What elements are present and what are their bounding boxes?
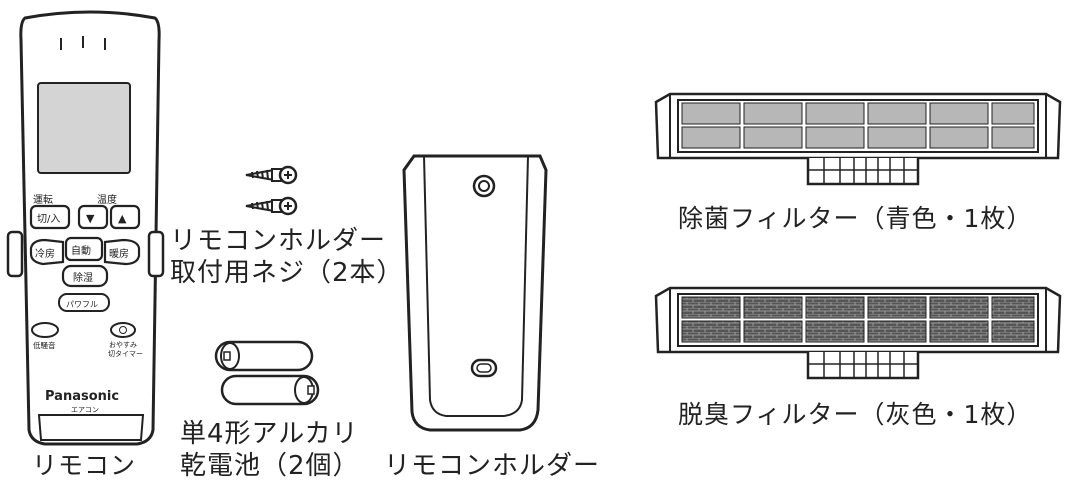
svg-text:自動: 自動 xyxy=(71,244,91,257)
svg-text:切タイマー: 切タイマー xyxy=(108,349,143,358)
battery-icon xyxy=(214,340,314,372)
svg-text:低騒音: 低騒音 xyxy=(33,340,56,350)
svg-text:除湿: 除湿 xyxy=(73,271,93,284)
remote-onoff-button: 切/入 xyxy=(29,204,71,230)
remote-run-label: 運転 xyxy=(33,194,53,206)
batteries-illustration xyxy=(214,340,320,406)
remote-product-label: エアコン xyxy=(71,406,99,414)
remote-brand-logo: Panasonic xyxy=(45,389,119,404)
holder-caption: リモコンホルダー xyxy=(384,451,601,481)
svg-text:パワフル: パワフル xyxy=(66,300,98,309)
batteries-caption-line1: 単4形アルカリ xyxy=(180,419,359,449)
remote-control-illustration: 運転 温度 切/入 ▼ ▲ 冷房 自動 暖房 除湿 パワフル 低騒音 xyxy=(6,10,165,446)
svg-text:▲: ▲ xyxy=(118,212,127,225)
remote-cool-button: 冷房 xyxy=(29,238,65,266)
remote-temp-down-button: ▼ xyxy=(77,204,109,230)
remote-holder-illustration xyxy=(402,154,548,432)
svg-text:冷房: 冷房 xyxy=(35,247,55,260)
battery-icon xyxy=(220,374,320,406)
deodorizing-filter-caption: 脱臭フィルター（灰色・1枚） xyxy=(678,400,1033,429)
remote-temp-up-button: ▲ xyxy=(109,204,141,230)
remote-temp-label: 温度 xyxy=(97,193,117,206)
svg-text:▼: ▼ xyxy=(86,212,95,225)
svg-text:暖房: 暖房 xyxy=(109,247,129,260)
remote-sleep-timer-button: おやすみ 切タイマー xyxy=(108,322,143,358)
screw-icon xyxy=(245,165,298,185)
svg-text:切/入: 切/入 xyxy=(37,213,60,225)
remote-quiet-button: 低騒音 xyxy=(31,322,59,350)
batteries-caption-line2: 乾電池（2個） xyxy=(180,451,360,481)
svg-text:おやすみ: おやすみ xyxy=(109,341,137,349)
screws-caption-line2: 取付用ネジ（2本） xyxy=(170,258,404,288)
remote-dehumid-button: 除湿 xyxy=(61,264,109,288)
screws-caption-line1: リモコンホルダー xyxy=(170,226,387,256)
remote-heat-button: 暖房 xyxy=(103,238,141,266)
remote-caption: リモコン xyxy=(32,451,137,480)
deodorizing-filter-illustration xyxy=(654,286,1062,380)
remote-power-button: パワフル xyxy=(58,293,110,312)
screws-illustration xyxy=(245,165,298,216)
antibacterial-filter-illustration xyxy=(654,92,1062,186)
screw-icon xyxy=(245,196,298,216)
antibacterial-filter-caption: 除菌フィルター（青色・1枚） xyxy=(678,204,1033,233)
remote-auto-button: 自動 xyxy=(64,236,104,262)
